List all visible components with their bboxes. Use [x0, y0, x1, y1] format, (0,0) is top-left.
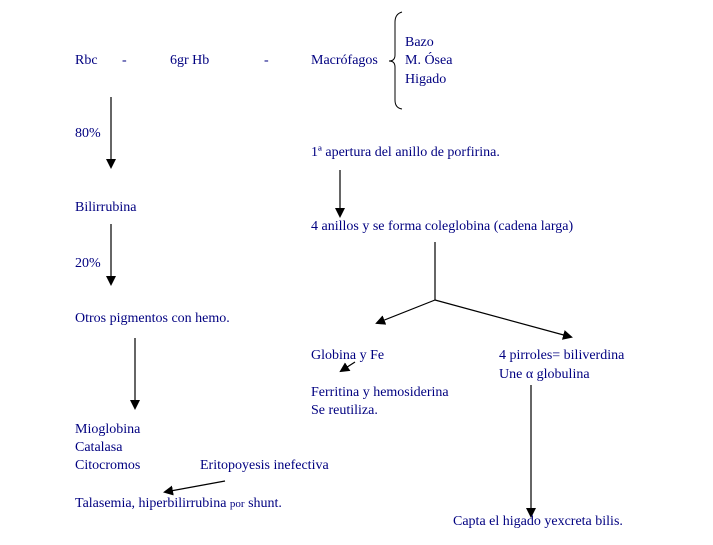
separator-dash: -	[264, 53, 269, 68]
label-80-percent: 80%	[75, 126, 101, 141]
label-capta: Capta el higado yexcreta bilis.	[453, 514, 623, 529]
label-anillos: 4 anillos y se forma coleglobina (cadena…	[311, 219, 574, 234]
label-otros-pigmentos: Otros pigmentos con hemo.	[75, 311, 230, 326]
label-une-globulina: Une α globulina	[499, 367, 590, 382]
label-20-percent: 20%	[75, 256, 101, 271]
label-apertura: 1ª apertura del anillo de porfirina.	[311, 145, 500, 160]
label-eritopoyesis: Eritopoyesis inefectiva	[200, 458, 329, 473]
organs-brace	[388, 11, 403, 110]
product-mioglobina: Mioglobina	[75, 422, 141, 437]
label-ferritina: Ferritina y hemosiderina	[311, 385, 449, 400]
label-macrofagos: Macrófagos	[311, 53, 378, 68]
arrow-to-pirroles	[434, 299, 573, 340]
label-rbc: Rbc	[75, 53, 98, 68]
product-citocromos: Citocromos	[75, 458, 141, 473]
label-globina: Globina y Fe	[311, 348, 385, 363]
separator-dash: -	[122, 53, 127, 68]
arrow-globina-to-ferritina	[339, 361, 356, 373]
label-pirroles: 4 pirroles= biliverdina	[499, 348, 625, 363]
organ-medula: M. Ósea	[405, 53, 453, 68]
label-talasemia: Talasemia, hiperbilirrubina por shunt.	[75, 495, 282, 513]
label-hb: 6gr Hb	[170, 53, 210, 68]
arrow-to-globina	[375, 299, 436, 325]
label-reutiliza: Se reutiliza.	[311, 403, 378, 418]
organ-bazo: Bazo	[405, 35, 434, 50]
organ-higado: Higado	[405, 72, 447, 87]
arrow-eritopoyesis-to-talasemia	[163, 480, 226, 496]
por-text: por	[229, 498, 245, 510]
talasemia-text: Talasemia, hiperbilirrubina	[75, 496, 227, 511]
product-catalasa: Catalasa	[75, 440, 123, 455]
shunt-text: shunt.	[248, 496, 282, 511]
label-bilirrubina: Bilirrubina	[75, 200, 137, 215]
